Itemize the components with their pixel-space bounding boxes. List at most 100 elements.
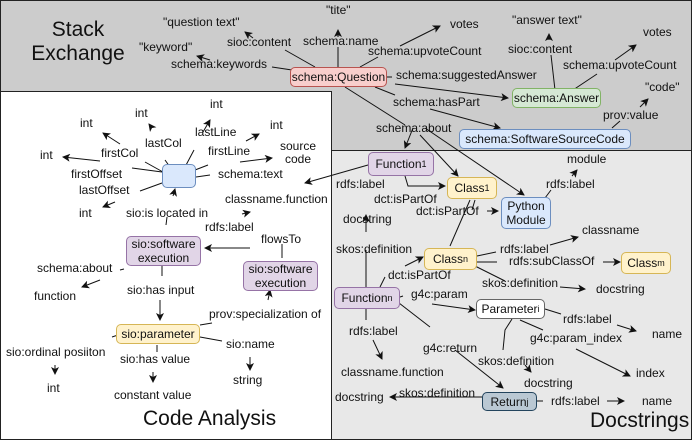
schema-about-label: schema:about bbox=[376, 121, 452, 135]
rdfs-label-r: rdfs:label bbox=[551, 394, 600, 408]
schema-name-label: schema:name bbox=[303, 34, 379, 48]
software-source-code-node[interactable]: schema:SoftwareSourceCode bbox=[459, 129, 631, 149]
returnj-label: Return bbox=[490, 394, 527, 409]
has-input-label: sio:has input bbox=[127, 283, 195, 297]
edge-about-class1 bbox=[419, 134, 459, 177]
functionn-label: Function bbox=[341, 291, 388, 305]
edge-exec-hasinput bbox=[160, 265, 162, 320]
int-lastoffset-literal: int bbox=[79, 206, 92, 220]
edge-module-label bbox=[544, 170, 577, 199]
edge-loc-firstcol bbox=[103, 133, 164, 173]
rdfs-label-fn: rdfs:label bbox=[349, 324, 398, 338]
schema-keywords-label: schema:keywords bbox=[171, 57, 268, 71]
string-literal: string bbox=[233, 373, 263, 387]
classname-function-literal: classname.function bbox=[225, 192, 328, 206]
classname-function-ds-literal: classname.function bbox=[341, 365, 444, 379]
keyword-literal: "keyword" bbox=[139, 40, 193, 54]
edge-about-module bbox=[424, 127, 525, 196]
edge-cn-skos bbox=[474, 265, 585, 289]
source-code-line2: code bbox=[284, 152, 312, 166]
votes-a-literal: votes bbox=[643, 25, 672, 39]
specialization-of-label: prov:specialization of bbox=[209, 307, 322, 321]
edge-loc-text bbox=[195, 158, 272, 178]
question-text-literal: "question text" bbox=[163, 15, 240, 29]
answer-node[interactable]: schema:Answer bbox=[512, 88, 601, 108]
edge-exec-loc bbox=[165, 189, 175, 226]
edge-question-about bbox=[344, 86, 406, 126]
rdfs-label-module: rdfs:label bbox=[546, 177, 595, 191]
dct-ispartof-c1-label: dct:isPartOf bbox=[416, 204, 479, 218]
software-execution-line2: execution bbox=[137, 251, 190, 265]
has-part-label: schema:hasPart bbox=[393, 95, 480, 109]
source-code-line1: source bbox=[280, 139, 317, 153]
edge-param-name bbox=[199, 336, 250, 370]
dct-ispartof-fn-label: dct:isPartOf bbox=[388, 268, 451, 282]
edge-code-provvalue bbox=[611, 99, 648, 129]
edge-fn-rdfs bbox=[365, 307, 382, 359]
int-firstoffset-literal: int bbox=[40, 148, 53, 162]
lastoffset-label: lastOffset bbox=[79, 183, 130, 197]
edge-answer-content bbox=[549, 34, 555, 91]
edge-loc-lastoffset bbox=[103, 182, 163, 207]
python-module-node[interactable]: Python Module bbox=[501, 197, 551, 229]
schema-text-label: schema:text bbox=[218, 167, 283, 181]
classm-label: Class bbox=[627, 256, 658, 270]
edge-class1-module bbox=[471, 199, 498, 211]
votes-q-literal: votes bbox=[450, 17, 479, 31]
edge-flowsto bbox=[205, 244, 283, 258]
edge-answer-upvote bbox=[572, 45, 636, 91]
edge-f1-class1 bbox=[404, 175, 446, 190]
classname-literal: classname bbox=[582, 223, 640, 237]
software-execution-2-line2: execution bbox=[254, 276, 307, 290]
python-module-line1: Python bbox=[507, 199, 545, 213]
int-ordinal-literal: int bbox=[47, 381, 60, 395]
module-literal: module bbox=[567, 152, 607, 166]
edge-label-classname bbox=[241, 209, 251, 218]
question-node[interactable]: schema:Question bbox=[290, 67, 387, 87]
int-firstline-literal: int bbox=[270, 118, 283, 132]
software-execution-line1: sio:software bbox=[131, 237, 196, 251]
edge-loc-firstline bbox=[194, 134, 259, 171]
edge-exec-about bbox=[82, 268, 125, 287]
docstring-cn-literal: docstring bbox=[596, 282, 645, 296]
sioc-content-q-label: sioc:content bbox=[227, 35, 292, 49]
skos-def-r-label: skos:definition bbox=[399, 386, 476, 400]
code-analysis-title: Code Analysis bbox=[143, 407, 277, 430]
prov-value-label: prov:value bbox=[603, 108, 659, 122]
software-execution-node[interactable]: sio:software execution bbox=[126, 236, 201, 266]
edge-class1-classn bbox=[449, 199, 471, 247]
index-literal: index bbox=[636, 366, 665, 380]
param-index-label: g4c:param_index bbox=[530, 331, 623, 345]
ordinal-position-label: sio:ordinal posiiton bbox=[6, 345, 106, 359]
edge-question-content bbox=[245, 32, 316, 68]
g4c-return-label: g4c:return bbox=[423, 341, 478, 355]
edge-fn-cn bbox=[379, 257, 423, 288]
docstring-p-literal: docstring bbox=[524, 376, 573, 390]
upvote-q-label: schema:upvoteCount bbox=[368, 44, 482, 58]
rdfs-label-cn: rdfs:label bbox=[500, 242, 549, 256]
constant-value-literal: constant value bbox=[114, 388, 192, 402]
software-execution-2-node[interactable]: sio:software execution bbox=[243, 261, 318, 291]
name-r-literal: name bbox=[642, 394, 673, 408]
skos-def-p-label: skos:definition bbox=[478, 354, 555, 368]
int-firstcol-literal: int bbox=[80, 116, 93, 130]
edge-p-skos bbox=[502, 318, 531, 372]
code-location-node[interactable] bbox=[162, 164, 196, 188]
sio-parameter-node[interactable]: sio:parameter bbox=[116, 324, 200, 344]
edge-question-upvote bbox=[359, 26, 440, 68]
edge-question-haspart bbox=[374, 86, 500, 128]
subclassof-label: rdfs:subClassOf bbox=[509, 254, 595, 268]
edge-keywords-arrow bbox=[196, 54, 211, 62]
edge-param-spec bbox=[199, 290, 270, 326]
is-located-in-label: sio:is located in bbox=[126, 206, 209, 220]
edge-fn-param bbox=[399, 295, 475, 310]
flowsto-label: flowsTo bbox=[261, 232, 302, 246]
lastcol-label: lastCol bbox=[145, 136, 182, 150]
